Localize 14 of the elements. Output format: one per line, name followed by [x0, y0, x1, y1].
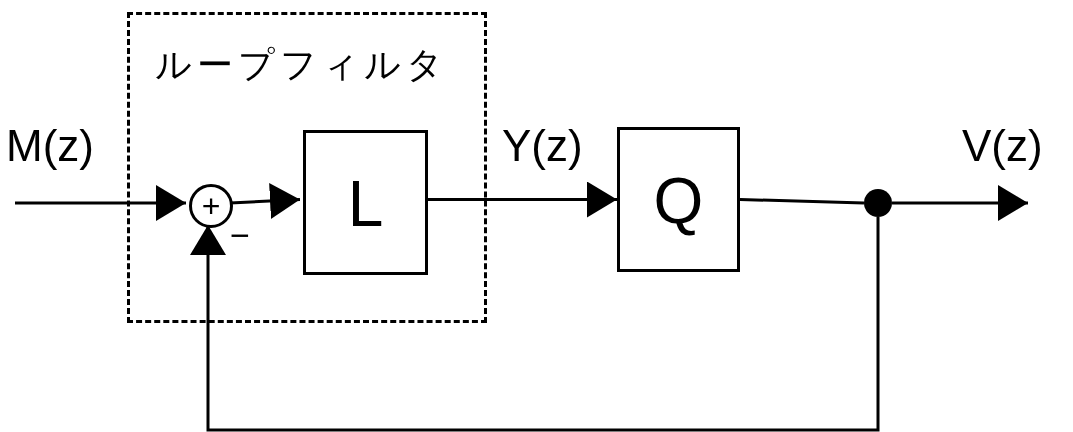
arrow [190, 217, 880, 432]
block-label: L [346, 169, 385, 239]
summing-junction [189, 184, 233, 228]
sign-label: + [200, 189, 222, 223]
arrow [892, 185, 1028, 221]
block-box [617, 127, 740, 272]
sign-label: − [230, 217, 250, 253]
arrow [15, 185, 186, 221]
block-label: Q [652, 166, 705, 236]
group-title: ループフィルタ [155, 43, 448, 87]
dashed-group-box [127, 12, 487, 323]
block-box [303, 130, 428, 275]
junction-dot [864, 189, 892, 217]
signal-line [739, 198, 865, 205]
